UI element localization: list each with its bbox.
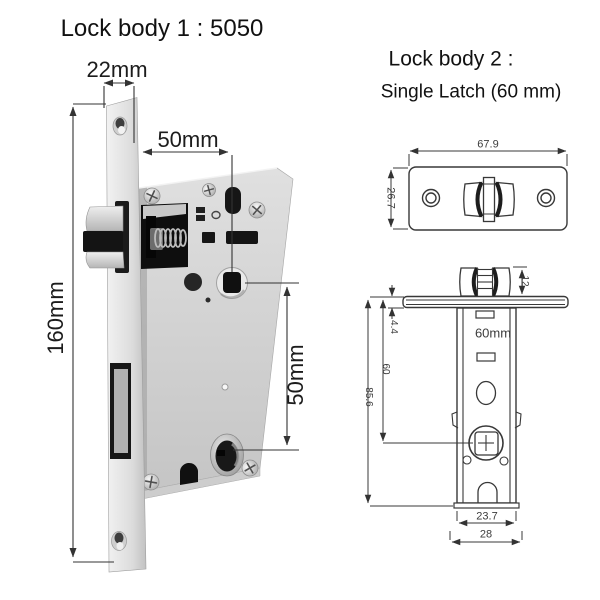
faceplate-screw-bottom (111, 531, 127, 551)
spring-mechanism (141, 203, 188, 269)
spindle-hole (216, 267, 248, 299)
case-details (179, 187, 258, 485)
dim-label-mount-width: 28 (479, 528, 493, 541)
dim-label-body-width: 23.7 (476, 510, 498, 523)
lock1-dimension-lines (69, 79, 299, 563)
dim-label-plate-thickness: 4.4 (388, 320, 399, 334)
dim-label-bolt-height: 12 (519, 275, 530, 287)
cylinder-hole (210, 433, 244, 477)
latch-bolt (83, 201, 129, 273)
latch-faceplate-edge (402, 295, 569, 309)
lock2-title: Lock body 2 : (388, 47, 514, 71)
side-tab-right (514, 411, 522, 429)
dim-label-total-depth: 85.6 (363, 387, 374, 407)
dim-label-strike-height: 26.7 (384, 187, 397, 209)
latch-body (451, 307, 522, 509)
bottom-arch-cutout (179, 462, 198, 485)
lock1-photo (69, 79, 299, 573)
side-tab-left (451, 411, 459, 429)
dim-label-body-60mm: 60mm (474, 325, 512, 341)
dim-label-faceplate-width: 22mm (86, 57, 148, 82)
bottom-arch (477, 481, 498, 503)
dim-label-backset: 50mm (157, 127, 219, 152)
latch-bolt-section (459, 267, 511, 298)
dim-label-strike-width: 67.9 (477, 138, 499, 151)
latch-side-view-drawing (402, 267, 569, 509)
case-screws (142, 183, 266, 491)
latch-cutout (463, 176, 515, 223)
faceplate (106, 97, 147, 573)
lock2-subtitle: Single Latch (60 mm) (380, 81, 562, 103)
lock2-dimension-lines (364, 147, 568, 546)
stop-pin-hole (184, 273, 202, 291)
deadbolt-slot (110, 363, 131, 459)
dim-label-faceplate-height: 160mm (43, 281, 68, 355)
dim-label-center-distance: 50mm (283, 344, 308, 406)
top-slot (225, 187, 241, 214)
dim-label-latch-backset: 60 (380, 363, 391, 375)
spring-coil (154, 228, 187, 248)
faceplate-screw-top (112, 116, 128, 136)
hub-slot (226, 231, 258, 244)
strike-plate-drawing (408, 166, 568, 231)
lock1-title: Lock body 1 : 5050 (60, 15, 264, 42)
lock2-drawings (364, 147, 569, 546)
